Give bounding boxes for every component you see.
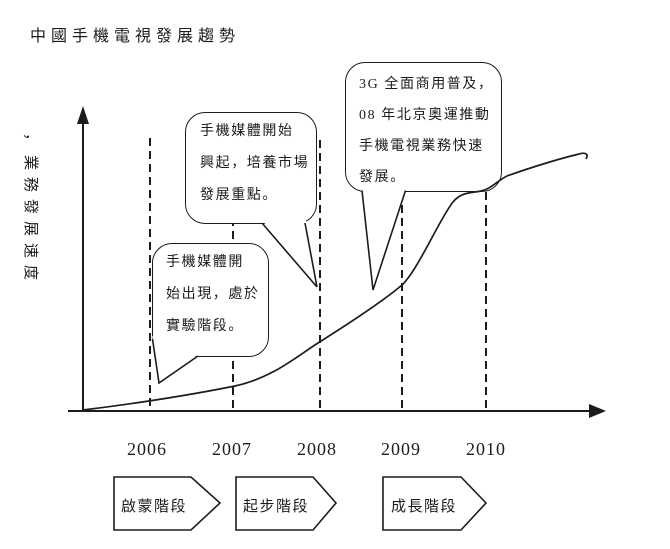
callout-text-line: 手機媒體開始 (200, 124, 294, 139)
y-axis-arrowhead-icon (77, 106, 89, 124)
year-label-2008: 2008 (297, 439, 337, 459)
year-label-2009: 2009 (381, 439, 421, 459)
stage-label-startup: 起步階段 (242, 499, 309, 515)
stage-arrow-shape-1 (113, 476, 222, 531)
callout-text-line: 興起，培養市場 (200, 156, 310, 171)
stage-arrow-shape-3 (382, 476, 488, 531)
stage-label-growth: 成長階段 (390, 499, 457, 515)
callout-3g-commercial: 3G 全面商用普及， 08 年北京奧運推動 手機電視業務快速 發展。 (345, 62, 502, 192)
callout-text-line: 發展。 (359, 170, 406, 185)
callout-text-line: 08 年北京奧運推動 (359, 108, 491, 123)
stage-label-enlightenment: 啟蒙階段 (120, 499, 187, 515)
callout-text-line: 發展重點。 (200, 188, 278, 203)
year-label-2010: 2010 (466, 439, 506, 459)
callout-text-line: 實驗階段。 (166, 319, 244, 334)
callout-text-line: 始出現，處於 (166, 287, 260, 302)
year-label-2006: 2006 (127, 439, 167, 459)
callout-text-line: 3G 全面商用普及， (359, 77, 494, 92)
y-axis-label: ，業務發展速度 (22, 133, 38, 288)
x-axis-arrowhead-icon (589, 404, 606, 418)
stage-arrow-shape-2 (235, 476, 338, 531)
callout-market-rise: 手機媒體開始 興起，培養市場 發展重點。 (185, 112, 317, 224)
diagram-title: 中國手機電視發展趨勢 (30, 28, 241, 45)
callout-experiment-stage: 手機媒體開 始出現，處於 實驗階段。 (152, 243, 269, 357)
callout-text-line: 手機電視業務快速 (359, 139, 484, 154)
year-label-2007: 2007 (212, 439, 252, 459)
callout-text-line: 手機媒體開 (166, 255, 244, 270)
